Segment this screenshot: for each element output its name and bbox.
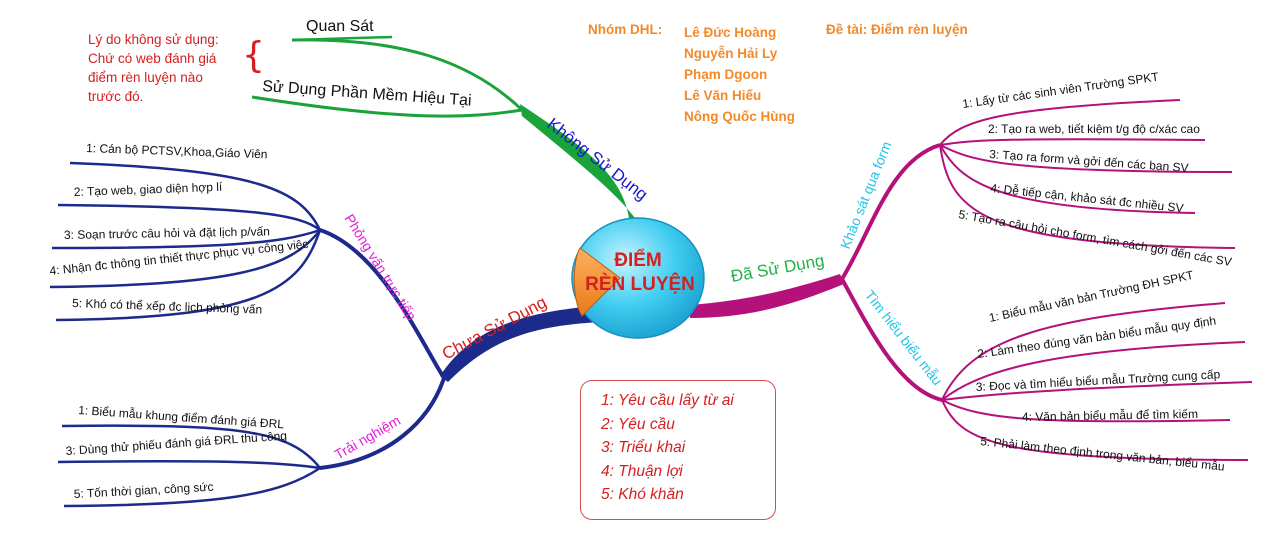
tim-hieu-item-5: 5: Phải làm theo định trong văn bản, biể…: [980, 433, 1226, 474]
khao-sat-item-2: 2: Tạo ra web, tiết kiệm t/g độ c/xác ca…: [988, 122, 1200, 136]
team-member: Nguyễn Hải Ly: [684, 46, 778, 61]
navy-link-phong-van: [319, 228, 446, 380]
phong-van-link-5: [55, 229, 322, 322]
reason-note-line: Lý do không sử dụng:: [88, 32, 219, 47]
khao-sat-link-3: [939, 144, 1233, 173]
branch-khong-su-dung: Quan Sát Sử Dụng Phần Mềm Hiệu Tại Không…: [251, 18, 652, 228]
branch-chua-su-dung: Chưa Sử Dụng Phỏng vấn trực tiếp Trải ng…: [49, 141, 600, 508]
reason-note: Lý do không sử dụng: Chứ có web đánh giá…: [88, 30, 248, 106]
label-quan-sat: Quan Sát: [306, 18, 374, 35]
trai-nghiem-link-1: [61, 424, 321, 469]
tim-hieu-link-5: [941, 399, 1249, 461]
trai-nghiem-item-2: 3: Dùng thử phiếu đánh giá ĐRL thủ công: [65, 429, 287, 458]
tim-hieu-link-1: [941, 302, 1226, 401]
phong-van-link-1: [69, 161, 322, 231]
navy-link-trai-nghiem: [319, 377, 446, 470]
phong-van-item-5: 5: Khó có thể xếp đc lịch phỏng vấn: [72, 296, 263, 317]
trai-nghiem-item-3: 5: Tốn thời gian, công sức: [73, 480, 213, 501]
team-member: Lê Đức Hoàng: [684, 25, 777, 40]
phong-van-item-1: 1: Cán bộ PCTSV,Khoa,Giáo Viên: [86, 141, 268, 161]
khao-sat-link-1: [939, 99, 1181, 146]
phong-van-item-2: 2: Tạo web, giao diện hợp lí: [74, 180, 223, 199]
green-trunk: [520, 104, 642, 228]
legend-item: 3: Triểu khai: [601, 439, 686, 456]
legend-box: 1: Yêu cầu lấy từ ai 2: Yêu cầu 3: Triểu…: [580, 380, 776, 520]
team-member: Nông Quốc Hùng: [684, 109, 795, 124]
central-title-line1: ĐIỂM: [614, 249, 662, 271]
team-member: Lê Văn Hiếu: [684, 88, 762, 103]
khao-sat-item-1: 1: Lấy từ các sinh viên Trường SPKT: [961, 69, 1160, 111]
label-su-dung-phan-mem: Sử Dụng Phần Mềm Hiệu Tại: [262, 78, 472, 110]
central-title-line2: RÈN LUYỆN: [585, 273, 695, 295]
label-da-su-dung: Đã Sử Dụng: [729, 251, 825, 286]
legend-item: 5: Khó khăn: [601, 486, 684, 503]
tim-hieu-item-4: 4: Văn bản biểu mẫu để tìm kiếm: [1022, 406, 1198, 424]
phong-van-link-2: [57, 203, 321, 232]
legend-item: 4: Thuận lợi: [601, 462, 683, 480]
navy-trunk: [440, 306, 600, 382]
central-sphere: [571, 217, 705, 339]
magenta-trunk: [690, 274, 844, 318]
khao-sat-link-5: [939, 144, 1236, 249]
khao-sat-item-3: 3: Tạo ra form và gởi đến các bạn SV: [989, 147, 1189, 175]
phong-van-item-3: 3: Soạn trước câu hỏi và đặt lịch p/vấn: [64, 224, 270, 242]
central-node: ĐIỂM RÈN LUYỆN: [571, 217, 705, 339]
tim-hieu-link-4: [941, 399, 1231, 423]
reason-note-line: trước đó.: [88, 89, 144, 104]
phong-van-item-4: 4: Nhận đc thông tin thiết thực phục vụ …: [49, 237, 309, 278]
green-link-phan-mem: [251, 95, 523, 118]
tim-hieu-item-1: 1: Biểu mẫu văn bản Trường ĐH SPKT: [988, 267, 1196, 325]
magenta-link-khao-sat: [840, 143, 941, 281]
trai-nghiem-link-2: [57, 460, 321, 470]
reason-note-line: Chứ có web đánh giá: [88, 51, 217, 66]
green-link-quan-sat: [291, 38, 524, 112]
khao-sat-link-2: [939, 138, 1206, 146]
tim-hieu-link-2: [941, 341, 1246, 401]
phong-van-link-3: [51, 228, 321, 250]
tim-hieu-link-3: [941, 381, 1253, 401]
reason-note-line: điểm rèn luyện nào: [88, 70, 203, 85]
green-underline-quan-sat: [291, 35, 393, 42]
khao-sat-link-4: [939, 144, 1196, 214]
team-label: Nhóm DHL:: [588, 22, 663, 37]
legend-list: 1: Yêu cầu lấy từ ai 2: Yêu cầu 3: Triểu…: [601, 389, 775, 507]
label-phong-van-truc-tiep: Phỏng vấn trực tiếp: [341, 211, 419, 323]
khao-sat-item-5: 5: Tạo ra câu hỏi cho form, tìm cách gởi…: [957, 207, 1232, 269]
trai-nghiem-link-3: [63, 466, 321, 508]
note-brace: {: [242, 35, 265, 76]
legend-item: 2: Yêu cầu: [601, 415, 675, 433]
legend-item: 1: Yêu cầu lấy từ ai: [601, 392, 734, 409]
team-member: Phạm Dgoon: [684, 67, 768, 82]
label-khong-su-dung: Không Sử Dụng: [544, 114, 652, 204]
magenta-link-tim-hieu: [840, 278, 943, 402]
tim-hieu-item-3: 3: Đọc và tìm hiểu biểu mẫu Trường cung …: [975, 366, 1220, 394]
phong-van-link-4: [49, 229, 321, 289]
central-wedge: [573, 247, 621, 317]
topic-title: Đề tài: Điểm rèn luyện: [826, 22, 968, 37]
team-members: Lê Đức Hoàng Nguyễn Hải Ly Phạm Dgoon Lê…: [684, 22, 795, 127]
khao-sat-item-4: 4: Dễ tiếp cận, khảo sát đc nhiều SV: [990, 180, 1185, 215]
